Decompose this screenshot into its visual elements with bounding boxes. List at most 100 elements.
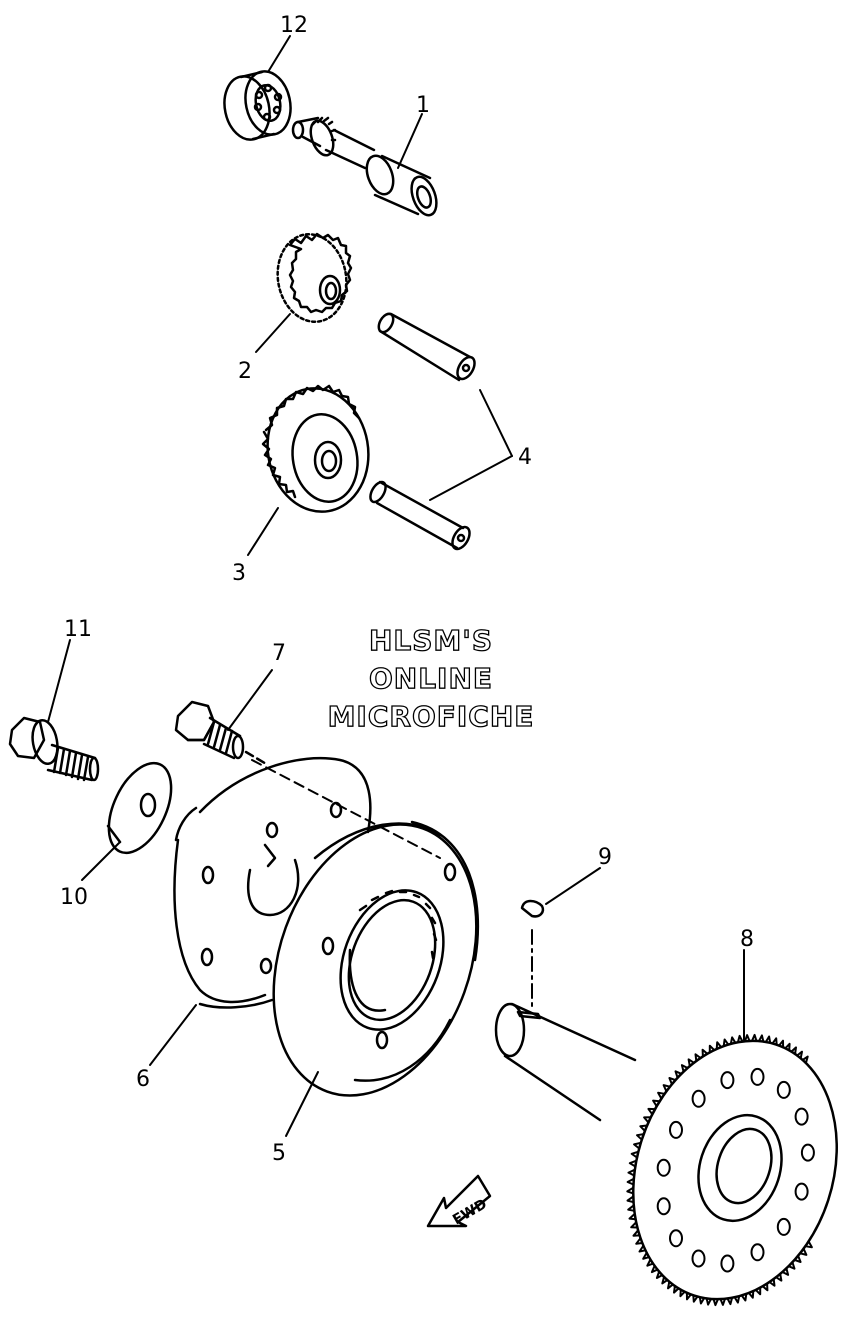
gear-tooth	[733, 1295, 741, 1304]
callout-3: 3	[232, 561, 246, 586]
gear-tooth	[657, 1091, 666, 1100]
gear-tooth	[747, 1290, 755, 1299]
gear-tooth	[687, 1058, 695, 1068]
bearing-part-12	[223, 70, 292, 141]
woodruff-key-part-9	[520, 899, 545, 1011]
gear-tooth	[787, 1261, 796, 1270]
gear-tooth	[692, 1294, 699, 1303]
gear-tooth	[736, 1034, 744, 1044]
gear-tooth	[650, 1264, 659, 1274]
gear-lightening-hole	[720, 1071, 735, 1090]
gear-lightening-hole	[669, 1229, 683, 1248]
gear-tooth	[761, 1282, 769, 1292]
flange-bolt-part-11	[8, 716, 100, 782]
gear-tooth	[630, 1221, 639, 1229]
gear-tooth	[635, 1237, 644, 1245]
gear-tooth	[642, 1251, 651, 1260]
gear-tooth	[804, 1240, 813, 1249]
pin-lower-part-4	[369, 480, 471, 551]
callout-11: 11	[64, 617, 92, 642]
gear-tooth	[719, 1297, 726, 1306]
gear-tooth	[799, 1247, 808, 1256]
gear-lightening-hole	[800, 1143, 815, 1162]
clutch-housing-part-6	[173, 756, 441, 1009]
gear-tooth	[751, 1033, 758, 1042]
gear-lightening-hole	[656, 1158, 671, 1177]
gear-tooth	[639, 1124, 649, 1132]
gear-tooth	[662, 1084, 671, 1093]
gear-tooth	[698, 1296, 706, 1305]
gear-tooth	[771, 1037, 778, 1046]
gear-tooth	[726, 1296, 734, 1306]
gear-tooth	[680, 1064, 689, 1073]
callout-10: 10	[60, 885, 88, 910]
starter-clutch-part-5	[272, 820, 480, 1097]
gear-lightening-hole	[691, 1089, 706, 1108]
gear-tooth	[775, 1272, 783, 1282]
fwd-direction-arrow	[426, 1174, 492, 1228]
gear-tooth	[655, 1270, 664, 1279]
gear-tooth	[626, 1186, 635, 1195]
gear-tooth	[712, 1298, 719, 1307]
gear-lightening-hole	[691, 1249, 706, 1268]
callout-2: 2	[238, 359, 252, 384]
pin-upper-part-4	[377, 312, 476, 382]
gear-tooth	[708, 1044, 716, 1054]
gear-tooth	[626, 1177, 635, 1186]
callout-labels: 12 1 2 4 3 11 7 10 9 8 6 5	[60, 13, 754, 1166]
fwd-label: FWD	[450, 1196, 490, 1228]
gear-tooth	[740, 1292, 748, 1302]
gear-tooth	[630, 1150, 640, 1159]
callout-4: 4	[518, 445, 532, 470]
gear-tooth	[626, 1195, 635, 1204]
gear-tooth	[632, 1229, 641, 1237]
gear-tooth	[674, 1070, 683, 1079]
gear-part-3	[261, 384, 370, 513]
gear-lightening-hole	[750, 1243, 765, 1262]
gear-tooth	[667, 1280, 674, 1290]
callout-5: 5	[272, 1141, 286, 1166]
callout-12: 12	[280, 13, 308, 38]
callout-9: 9	[598, 845, 612, 870]
callout-7: 7	[272, 641, 286, 666]
gear-tooth	[754, 1286, 762, 1296]
gear-lightening-hole	[794, 1182, 809, 1201]
gear-tooth	[729, 1036, 737, 1045]
gear-tooth	[627, 1204, 636, 1212]
bolt-part-7	[174, 700, 270, 767]
gear-lightening-hole	[720, 1254, 735, 1273]
gear-lightening-hole	[776, 1080, 791, 1099]
gear-tooth	[705, 1297, 712, 1306]
gear-tooth	[801, 1055, 809, 1065]
washer-part-10	[106, 761, 173, 855]
gear-tooth	[646, 1258, 655, 1267]
gear-lightening-hole	[794, 1107, 809, 1126]
callout-6: 6	[136, 1067, 150, 1092]
pinion-shaft-part-1	[291, 116, 438, 217]
gear-lightening-hole	[669, 1120, 683, 1139]
watermark-line-3: MICROFICHE	[328, 700, 535, 733]
gear-tooth	[668, 1077, 677, 1086]
gear-tooth	[790, 1046, 797, 1056]
gear-tooth	[793, 1254, 802, 1263]
gear-tooth	[796, 1050, 803, 1060]
crankshaft-end	[494, 1002, 637, 1122]
gear-tooth	[694, 1053, 702, 1062]
gear-tooth	[722, 1038, 730, 1048]
watermark-line-1: HLSM'S	[369, 624, 493, 657]
leader-lines	[47, 35, 745, 1137]
gear-tooth	[744, 1034, 751, 1043]
gear-tooth	[661, 1275, 669, 1285]
gear-lightening-hole	[656, 1197, 671, 1216]
watermark-line-2: ONLINE	[369, 662, 493, 695]
gear-tooth	[758, 1034, 765, 1043]
callout-8: 8	[740, 927, 754, 952]
gear-tooth	[685, 1291, 692, 1301]
gear-tooth	[673, 1284, 680, 1294]
gear-tooth	[778, 1039, 785, 1049]
gear-tooth	[636, 1133, 645, 1141]
gear-tooth	[643, 1116, 652, 1124]
gear-lightening-hole	[750, 1067, 765, 1086]
